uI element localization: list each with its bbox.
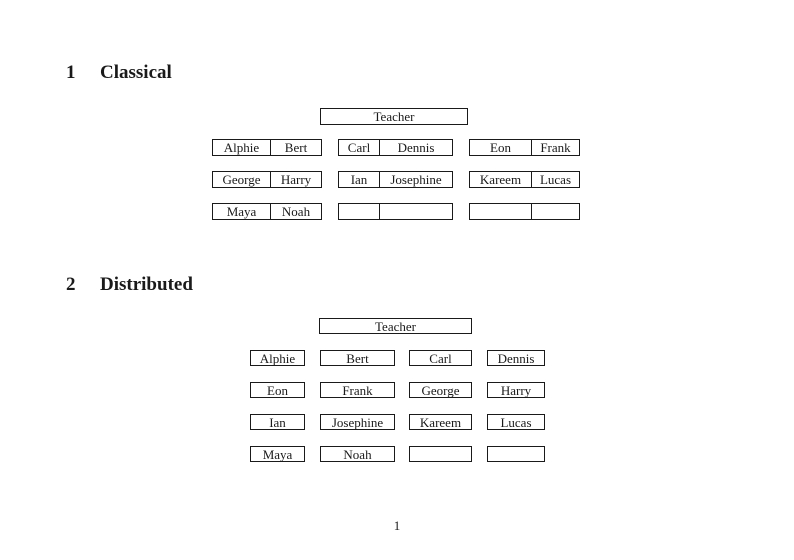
student-box: Harry <box>487 382 545 398</box>
desk-seat: Kareem <box>470 172 532 187</box>
section-heading-classical: 1 Classical <box>66 62 172 84</box>
section-number: 1 <box>66 62 76 83</box>
desk-seat: Alphie <box>213 140 271 155</box>
desk-seat <box>380 204 452 219</box>
section-title: Classical <box>100 62 172 83</box>
desk-seat: Maya <box>213 204 271 219</box>
section-number: 2 <box>66 274 76 295</box>
desk-seat: George <box>213 172 271 187</box>
student-box: Eon <box>250 382 305 398</box>
desk-seat: Harry <box>280 172 312 187</box>
student-box: Noah <box>320 446 395 462</box>
desk-seat: Dennis <box>397 140 435 155</box>
desk-box: Eon Frank <box>469 139 580 156</box>
student-box: Maya <box>250 446 305 462</box>
desk-seat: Bert <box>284 140 308 155</box>
desk-box: George Harry <box>212 171 322 188</box>
desk-box: Carl Dennis <box>338 139 453 156</box>
student-box: Lucas <box>487 414 545 430</box>
desk-box-empty <box>469 203 580 220</box>
section-heading-distributed: 2 Distributed <box>66 274 193 296</box>
student-box: Josephine <box>320 414 395 430</box>
desk-seat: Noah <box>281 204 311 219</box>
teacher-label: Teacher <box>373 109 415 124</box>
desk-seat: Lucas <box>539 172 572 187</box>
section-title: Distributed <box>100 274 193 295</box>
desk-seat: Ian <box>339 172 380 187</box>
desk-seat <box>470 204 532 219</box>
desk-seat: Carl <box>339 140 380 155</box>
student-box-empty <box>409 446 472 462</box>
student-box: Ian <box>250 414 305 430</box>
desk-box: Alphie Bert <box>212 139 322 156</box>
student-box: Kareem <box>409 414 472 430</box>
desk-box-empty <box>338 203 453 220</box>
teacher-label: Teacher <box>375 318 416 334</box>
student-box: Frank <box>320 382 395 398</box>
desk-box: Maya Noah <box>212 203 322 220</box>
desk-seat: Josephine <box>390 172 442 187</box>
student-box: Bert <box>320 350 395 366</box>
desk-seat <box>532 204 579 219</box>
student-box: Carl <box>409 350 472 366</box>
desk-box: Kareem Lucas <box>469 171 580 188</box>
teacher-box-distributed: Teacher <box>319 318 472 334</box>
desk-seat: Frank <box>540 140 571 155</box>
desk-box: Ian Josephine <box>338 171 453 188</box>
student-box: George <box>409 382 472 398</box>
student-box: Dennis <box>487 350 545 366</box>
student-box-empty <box>487 446 545 462</box>
student-box: Alphie <box>250 350 305 366</box>
teacher-box-classical: Teacher <box>320 108 468 125</box>
desk-seat: Eon <box>470 140 532 155</box>
page-number: 1 <box>393 518 401 533</box>
desk-seat <box>339 204 380 219</box>
